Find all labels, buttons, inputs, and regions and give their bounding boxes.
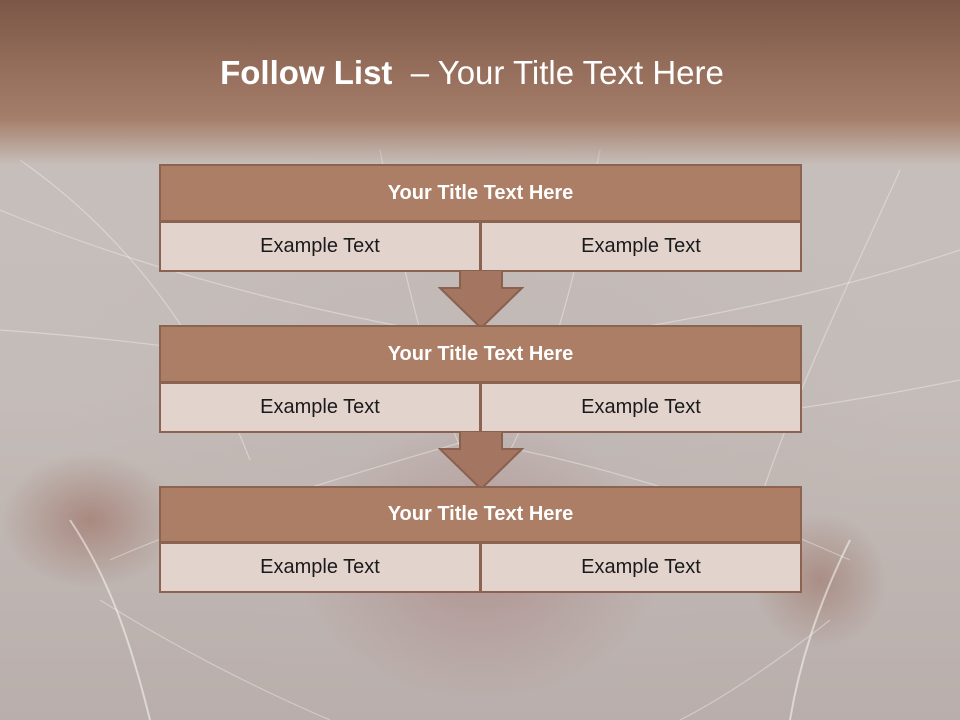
step-left-cell: Example Text [159, 542, 481, 593]
down-arrow-icon [438, 431, 524, 491]
step-left-cell: Example Text [159, 382, 481, 433]
slide-title: Follow List – Your Title Text Here [0, 54, 944, 92]
step-right-cell: Example Text [480, 382, 802, 433]
step-block-2: Your Title Text Here Example Text Exampl… [159, 325, 802, 433]
slide-title-rest: – Your Title Text Here [410, 54, 724, 91]
down-arrow-icon [438, 270, 524, 330]
step-right-cell: Example Text [480, 542, 802, 593]
header-band [0, 0, 960, 165]
step-title: Your Title Text Here [159, 325, 802, 383]
step-right-cell: Example Text [480, 221, 802, 272]
step-title: Your Title Text Here [159, 164, 802, 222]
slide-title-strong: Follow List [220, 54, 393, 91]
step-left-cell: Example Text [159, 221, 481, 272]
step-block-3: Your Title Text Here Example Text Exampl… [159, 486, 802, 594]
step-block-1: Your Title Text Here Example Text Exampl… [159, 164, 802, 272]
step-title: Your Title Text Here [159, 486, 802, 543]
